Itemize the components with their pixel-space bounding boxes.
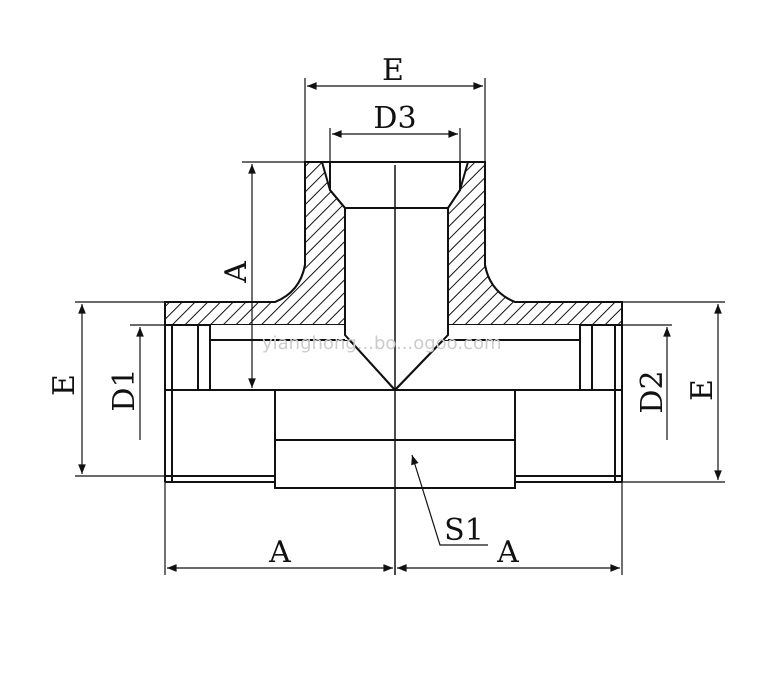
label-left-e: E [47, 374, 82, 396]
label-right-e: E [685, 379, 720, 401]
label-d2: D2 [635, 370, 670, 413]
label-d1: D1 [107, 368, 142, 411]
label-bottom-a-left: A [268, 535, 291, 570]
label-d3: D3 [373, 101, 416, 136]
label-s1: S1 [444, 513, 484, 548]
watermark: yianghong...bo...ogoo.com [262, 333, 502, 354]
label-bottom-a-right: A [496, 535, 519, 570]
label-top-e: E [382, 53, 404, 88]
s1-leader [411, 454, 488, 546]
label-vertical-a: A [219, 261, 254, 284]
